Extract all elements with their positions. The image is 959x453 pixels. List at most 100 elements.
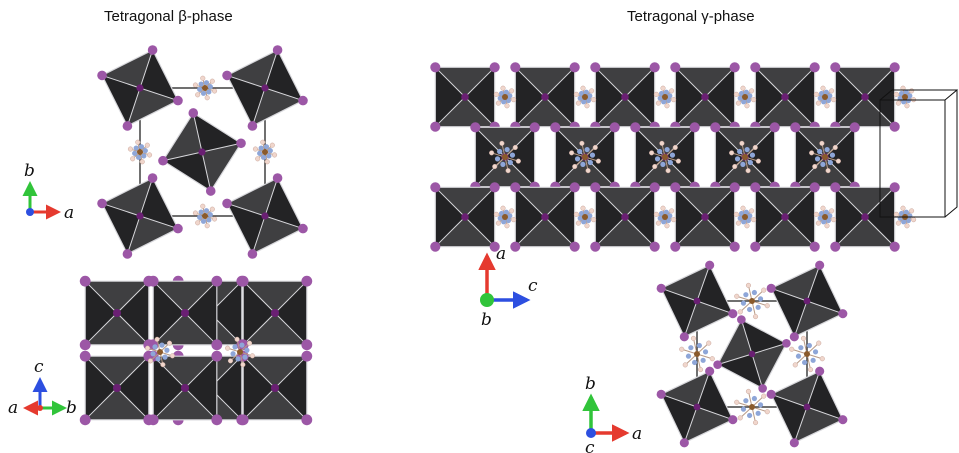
- beta-phase-ab-projection: [97, 45, 308, 259]
- iodide-atom: [649, 182, 660, 193]
- lead-atom: [861, 213, 869, 221]
- iodide-atom: [656, 389, 666, 399]
- octahedron: [158, 108, 246, 196]
- organic-cation: [789, 335, 825, 373]
- iodide-atom: [569, 182, 580, 193]
- organic-cation: [653, 205, 677, 229]
- iodide-atom: [889, 121, 900, 132]
- iodide-atom: [510, 241, 521, 252]
- iodide-atom: [298, 223, 308, 234]
- iodide-atom: [510, 62, 521, 73]
- axis-label-c: c: [585, 438, 595, 453]
- iodide-atom: [670, 62, 681, 73]
- iodide-atom: [769, 122, 780, 133]
- organic-cation: [733, 205, 757, 229]
- iodide-atom: [211, 339, 223, 351]
- iodide-atom: [630, 122, 641, 133]
- iodide-atom: [815, 260, 825, 270]
- octahedron: [766, 260, 848, 342]
- iodide-atom: [211, 350, 223, 362]
- octahedron: [590, 62, 660, 132]
- iodide-atom: [889, 62, 900, 73]
- iodide-atom: [590, 62, 601, 73]
- axis-label-a: a: [8, 398, 18, 418]
- iodide-atom: [272, 173, 283, 183]
- iodide-atom: [222, 198, 232, 209]
- iodide-atom: [670, 182, 681, 193]
- octahedron: [656, 260, 738, 342]
- octahedron: [656, 366, 738, 448]
- lead-atom: [693, 403, 701, 411]
- lead-atom: [112, 383, 122, 393]
- lead-atom: [781, 213, 789, 221]
- iodide-atom: [590, 241, 601, 252]
- lead-atom: [621, 213, 629, 221]
- organic-cation: [225, 336, 255, 368]
- octahedron: [590, 182, 660, 252]
- iodide-atom: [728, 415, 738, 425]
- organic-cation: [734, 282, 770, 320]
- iodide-atom: [79, 350, 91, 362]
- iodide-atom: [849, 122, 860, 133]
- octahedron: [237, 350, 313, 426]
- octahedron: [97, 173, 183, 259]
- lead-atom: [136, 84, 144, 92]
- iodide-atom: [211, 414, 223, 426]
- axis-label-a: a: [632, 424, 642, 444]
- octahedron: [222, 45, 308, 131]
- gamma-phase-ac-projection: [430, 62, 958, 252]
- iodide-atom: [679, 332, 689, 342]
- organic-cation: [573, 85, 597, 109]
- iodide-atom: [489, 182, 500, 193]
- lead-atom: [261, 84, 269, 92]
- organic-cation: [569, 140, 601, 174]
- organic-cation: [733, 85, 757, 109]
- octahedron: [79, 275, 155, 351]
- lead-atom: [112, 308, 122, 318]
- octahedron: [766, 366, 848, 448]
- lead-atom: [701, 93, 709, 101]
- organic-cation: [734, 388, 770, 426]
- iodide-atom: [237, 275, 249, 287]
- lead-atom: [461, 213, 469, 221]
- iodide-atom: [147, 414, 159, 426]
- iodide-atom: [247, 121, 258, 131]
- iodide-atom: [838, 415, 848, 425]
- iodide-atom: [670, 241, 681, 252]
- iodide-atom: [889, 182, 900, 193]
- iodide-atom: [147, 275, 159, 287]
- iodide-atom: [510, 182, 521, 193]
- lead-atom: [136, 212, 144, 220]
- iodide-atom: [301, 339, 313, 351]
- organic-cation: [493, 85, 517, 109]
- iodide-atom: [122, 249, 133, 259]
- octahedron: [670, 62, 740, 132]
- iodide-atom: [97, 70, 107, 81]
- lead-atom: [270, 308, 280, 318]
- iodide-atom: [236, 138, 246, 149]
- iodide-atom: [590, 182, 601, 193]
- gamma-phase-title: Tetragonal γ-phase: [627, 8, 755, 25]
- iodide-atom: [272, 45, 283, 55]
- axis-label-b: b: [24, 161, 35, 181]
- iodide-atom: [529, 122, 540, 133]
- iodide-atom: [679, 438, 689, 448]
- organic-cation: [893, 85, 917, 109]
- octahedron: [79, 350, 155, 426]
- iodide-atom: [789, 438, 799, 448]
- octahedron: [750, 62, 820, 132]
- iodide-atom: [79, 414, 91, 426]
- iodide-atom: [222, 70, 232, 81]
- iodide-atom: [729, 182, 740, 193]
- iodide-atom: [430, 62, 441, 73]
- iodide-atom: [737, 315, 746, 324]
- iodide-atom: [211, 275, 223, 287]
- lead-atom: [180, 308, 190, 318]
- axis-triad-gamma-side: a c b: [478, 244, 538, 330]
- organic-cation: [809, 140, 841, 174]
- lead-atom: [541, 93, 549, 101]
- iodide-atom: [550, 122, 561, 133]
- axis-triad-beta-bottom: c a b: [8, 357, 77, 418]
- iodide-atom: [766, 389, 776, 399]
